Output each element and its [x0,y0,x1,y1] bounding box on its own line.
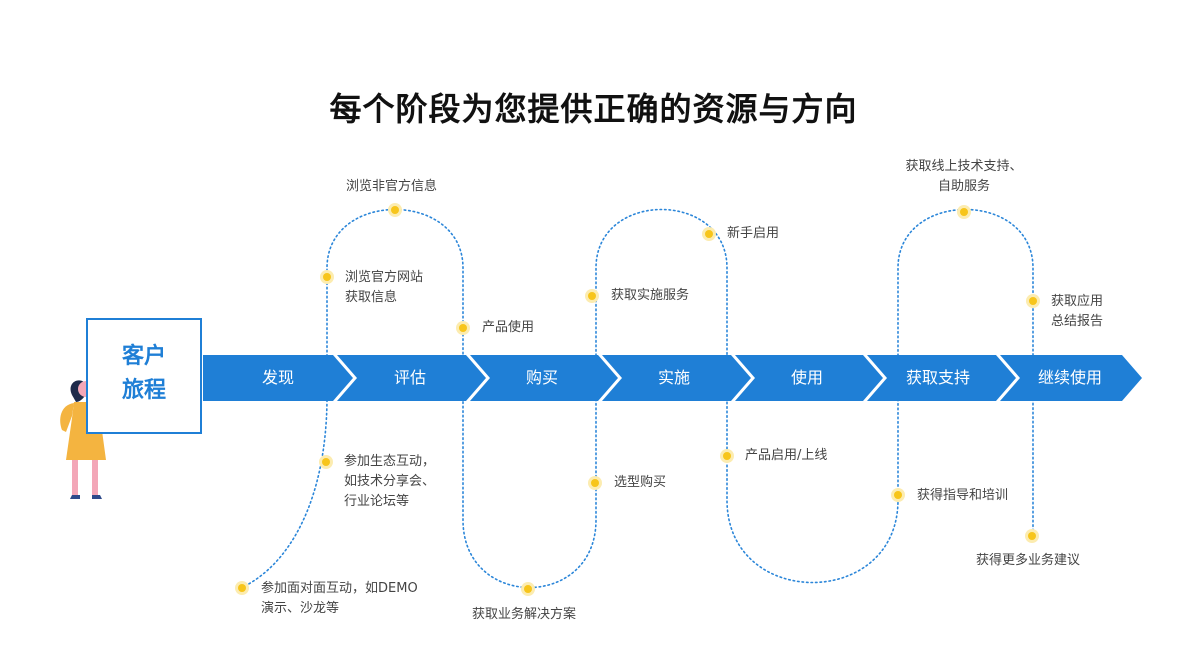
customer-journey-label: 客户 旅程 [121,344,166,403]
touchpoint-label: 浏览非官方信息 [346,179,438,194]
touchpoint-label: 获取业务解决方案 [472,607,577,622]
stage-arrow-discover [203,355,353,401]
touchpoint-label: 产品使用 [482,320,535,335]
journey-path [240,208,1034,589]
page-title: 每个阶段为您提供正确的资源与方向 [329,90,858,128]
stage-label-implement: 实施 [657,368,690,387]
touchpoint-label: 获得指导和培训 [917,488,1009,503]
touchpoint-dot [521,582,535,596]
touchpoint-dot [957,205,971,219]
stage-arrow-evaluate [337,355,486,401]
touchpoint-dot [585,289,599,303]
stage-arrow-implement [602,355,751,401]
touchpoint-dot [720,449,734,463]
touchpoint-label: 新手启用 [727,226,780,241]
stage-arrow-use [735,355,883,401]
touchpoint-label: 获得更多业务建议 [976,553,1081,568]
touchpoint-dot [702,227,716,241]
touchpoint-dot [1025,529,1039,543]
touchpoint-dot [456,321,470,335]
touchpoint-label: 获取应用 总结报告 [1051,294,1104,329]
stage-label-purchase: 购买 [525,368,558,387]
touchpoint-label: 参加面对面互动，如DEMO 演示、沙龙等 [261,581,418,616]
stage-arrow-purchase [470,355,618,401]
touchpoint-label: 获取线上技术支持、 自助服务 [905,159,1023,194]
touchpoint-dot [319,455,333,469]
stage-arrow-continue [1000,355,1142,401]
touchpoint-dot [235,581,249,595]
touchpoint-dot [320,270,334,284]
stage-label-support: 获取支持 [905,368,970,387]
touchpoint-label: 选型购买 [614,475,667,490]
stage-label-use: 使用 [790,368,823,387]
touchpoint-label: 获取实施服务 [611,288,690,303]
touchpoint-label: 产品启用/上线 [745,448,828,463]
touchpoint-dot [588,476,602,490]
stage-label-evaluate: 评估 [393,368,426,387]
customer-journey-box [86,318,202,434]
stage-arrow-support [867,355,1016,401]
touchpoint-dot [1026,294,1040,308]
touchpoint-dots [235,203,1040,596]
stage-label-discover: 发现 [261,368,294,387]
touchpoint-label: 参加生态互动， 如技术分享会、 行业论坛等 [344,454,436,509]
stage-label-continue: 继续使用 [1037,368,1102,387]
touchpoint-dot [388,203,402,217]
stage-band [203,355,1142,401]
touchpoint-label: 浏览官方网站 获取信息 [345,270,424,305]
touchpoint-dot [891,488,905,502]
